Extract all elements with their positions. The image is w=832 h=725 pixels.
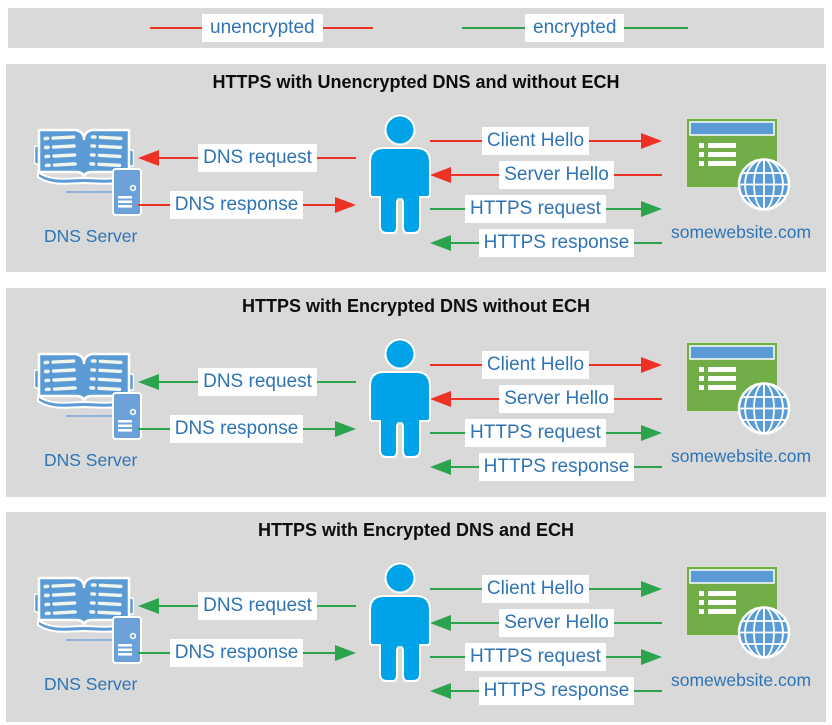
encrypted-line-sample [462,27,525,29]
arrow-server-hello: Server Hello [430,385,663,413]
arrow-dns-response: DNS response [138,639,356,667]
arrowhead-left-icon [430,459,451,475]
book-server-connector [66,415,116,417]
arrow-label: HTTPS response [478,453,635,481]
arrowhead-left-icon [430,167,451,183]
legend-item-encrypted: encrypted [462,8,689,48]
globe-icon [736,156,792,213]
panel-encrypted-dns-no-ech: HTTPS with Encrypted DNS without ECH DNS… [6,288,826,497]
unencrypted-line-sample [150,27,202,29]
arrow-dns-request: DNS request [138,592,356,620]
arrow-label: DNS request [198,592,317,620]
arrowhead-right-icon [335,645,356,661]
arrow-client-hello: Client Hello [430,575,662,603]
arrow-label: Server Hello [499,385,614,413]
arrowhead-left-icon [138,374,159,390]
arrowhead-left-icon [138,598,159,614]
arrowhead-right-icon [641,201,662,217]
arrow-https-request: HTTPS request [430,643,662,671]
arrow-label: DNS response [169,639,304,667]
globe-icon [736,604,792,661]
arrowhead-left-icon [430,615,451,631]
panel-title: HTTPS with Encrypted DNS and ECH [257,520,575,540]
website-label: somewebsite.com [670,222,812,242]
arrow-label: DNS request [198,368,317,396]
arrow-label: DNS request [198,144,317,172]
arrowhead-left-icon [430,683,451,699]
arrowhead-right-icon [335,197,356,213]
panel-unencrypted-dns-no-ech: HTTPS with Unencrypted DNS and without E… [6,64,826,272]
arrow-server-hello: Server Hello [430,161,663,189]
dns-server-label: DNS Server [44,674,138,694]
dns-server-label: DNS Server [44,226,138,246]
arrow-dns-request: DNS request [138,144,356,172]
globe-icon [736,380,792,437]
arrow-label: DNS response [169,415,304,443]
panel-title: HTTPS with Unencrypted DNS and without E… [212,72,620,92]
arrow-dns-response: DNS response [138,415,356,443]
website-label: somewebsite.com [670,446,812,466]
arrow-label: Server Hello [499,161,614,189]
arrowhead-right-icon [641,133,662,149]
arrowhead-right-icon [641,581,662,597]
arrow-https-request: HTTPS request [430,419,662,447]
dns-server-label: DNS Server [44,450,138,470]
legend-item-unencrypted: unencrypted [150,8,373,48]
arrowhead-right-icon [641,425,662,441]
arrowhead-right-icon [641,357,662,373]
panel-title: HTTPS with Encrypted DNS without ECH [241,296,590,316]
arrowhead-left-icon [138,150,159,166]
website-label: somewebsite.com [670,670,812,690]
arrow-label: HTTPS request [465,195,606,223]
arrowhead-right-icon [335,421,356,437]
arrow-https-response: HTTPS response [430,229,663,257]
arrow-label: HTTPS request [465,419,606,447]
panel-encrypted-dns-and-ech: HTTPS with Encrypted DNS and ECH DNS Ser… [6,512,826,722]
arrowhead-left-icon [430,235,451,251]
legend-bar: unencrypted encrypted [8,8,824,48]
arrow-label: HTTPS response [478,677,635,705]
arrowhead-right-icon [641,649,662,665]
arrow-dns-response: DNS response [138,191,356,219]
arrow-https-response: HTTPS response [430,453,663,481]
arrow-label: Client Hello [481,127,590,155]
arrow-https-request: HTTPS request [430,195,662,223]
book-server-connector [66,191,116,193]
unencrypted-line-sample [322,27,373,29]
arrow-dns-request: DNS request [138,368,356,396]
arrow-label: HTTPS request [465,643,606,671]
encrypted-line-sample [624,27,689,29]
arrow-label: Server Hello [499,609,614,637]
arrow-server-hello: Server Hello [430,609,663,637]
arrow-client-hello: Client Hello [430,351,662,379]
arrow-label: DNS response [169,191,304,219]
arrow-label: Client Hello [481,351,590,379]
legend-unencrypted-label: unencrypted [202,14,323,42]
arrow-label: HTTPS response [478,229,635,257]
arrow-label: Client Hello [481,575,590,603]
book-server-connector [66,639,116,641]
arrow-https-response: HTTPS response [430,677,663,705]
arrowhead-left-icon [430,391,451,407]
arrow-client-hello: Client Hello [430,127,662,155]
legend-encrypted-label: encrypted [525,14,625,42]
